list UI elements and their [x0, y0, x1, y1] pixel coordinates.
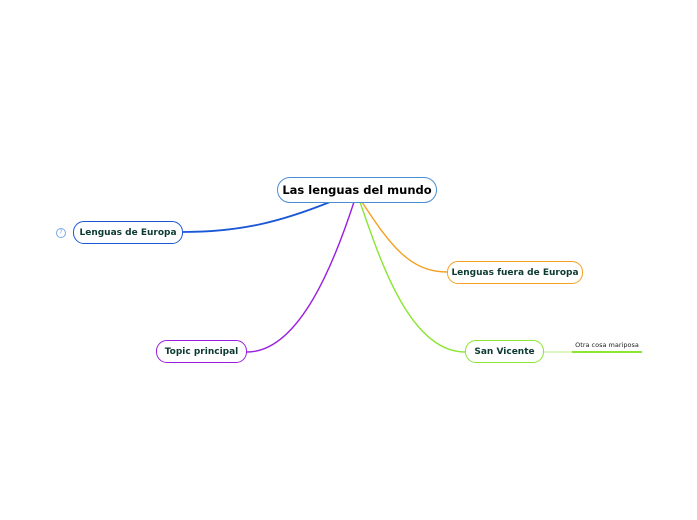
connector-europa — [182, 201, 331, 233]
topic-label: Lenguas de Europa — [79, 227, 177, 238]
subtopic-otra-cosa-mariposa[interactable]: Otra cosa mariposa — [575, 341, 639, 349]
topic-label: Lenguas fuera de Europa — [451, 267, 579, 278]
topic-topic-principal[interactable]: Topic principal — [156, 340, 247, 363]
topic-lenguas-fuera-de-europa[interactable]: Lenguas fuera de Europa — [447, 261, 583, 284]
topic-label: San Vicente — [474, 346, 535, 357]
central-topic-label: Las lenguas del mundo — [282, 183, 432, 197]
topic-label: Topic principal — [164, 346, 239, 357]
central-topic[interactable]: Las lenguas del mundo — [277, 177, 437, 203]
topic-lenguas-de-europa[interactable]: Lenguas de Europa — [73, 221, 183, 244]
connector-fuera-europa — [361, 201, 448, 273]
topic-san-vicente[interactable]: San Vicente — [465, 340, 544, 363]
connector-topic-principal — [246, 201, 355, 353]
collapse-toggle-icon[interactable]: ? — [56, 228, 66, 238]
